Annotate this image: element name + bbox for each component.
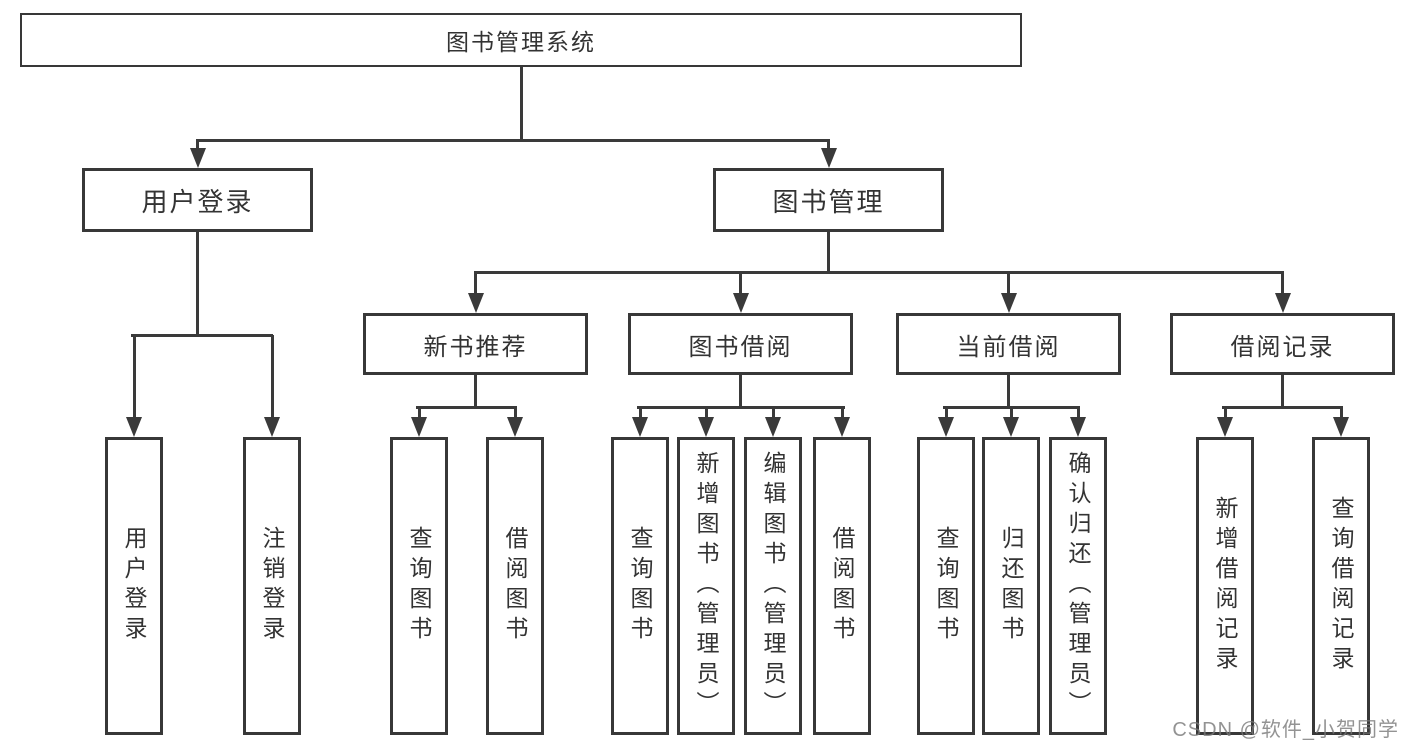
arrowhead-icon [264, 417, 280, 437]
connector-line [196, 232, 199, 335]
connector-line [417, 407, 421, 420]
connector-line [827, 140, 830, 150]
node-user-login: 用户登录 [82, 168, 313, 232]
arrowhead-icon [126, 417, 142, 437]
arrowhead-icon [820, 148, 837, 168]
leaf-confirm-return-admin: 确认归还（管理员） [1049, 437, 1107, 735]
arrowhead-icon [834, 417, 850, 437]
node-new-book-recommend: 新书推荐 [363, 313, 588, 375]
arrowhead-icon [411, 417, 427, 437]
arrowhead-icon [507, 417, 523, 437]
connector-line [196, 140, 199, 150]
arrowhead-icon [1274, 293, 1291, 313]
connector-line [944, 407, 948, 420]
connector-line [638, 407, 642, 420]
arrowhead-icon [189, 148, 206, 168]
connector-line [827, 232, 830, 272]
leaf-edit-book-admin: 编辑图书（管理员） [744, 437, 802, 735]
arrowhead-icon [1000, 293, 1017, 313]
node-book-management: 图书管理 [713, 168, 944, 232]
connector-line [637, 406, 845, 409]
arrowhead-icon [467, 293, 484, 313]
leaf-label: 新增借阅记录 [1212, 496, 1238, 676]
leaf-borrow-book-1: 借阅图书 [486, 437, 544, 735]
node-borrow-record: 借阅记录 [1170, 313, 1395, 375]
leaf-label: 注销登录 [259, 526, 285, 646]
leaf-query-book-3: 查询图书 [917, 437, 975, 735]
node-label: 新书推荐 [423, 333, 528, 361]
connector-line [771, 407, 775, 420]
connector-line [1339, 407, 1343, 420]
arrowhead-icon [732, 293, 749, 313]
leaf-query-book-1: 查询图书 [390, 437, 448, 735]
leaf-logout: 注销登录 [243, 437, 301, 735]
leaf-label: 新增图书（管理员） [693, 451, 719, 721]
node-book-borrow: 图书借阅 [628, 313, 853, 375]
node-label: 用户登录 [141, 186, 254, 217]
node-library-system: 图书管理系统 [20, 13, 1022, 67]
arrowhead-icon [1070, 417, 1086, 437]
leaf-add-borrow-record: 新增借阅记录 [1196, 437, 1254, 735]
node-label: 图书管理系统 [446, 29, 596, 55]
connector-line [132, 335, 136, 419]
arrowhead-icon [765, 417, 781, 437]
leaf-return-book: 归还图书 [982, 437, 1040, 735]
leaf-label: 确认归还（管理员） [1065, 451, 1091, 721]
leaf-label: 查询借阅记录 [1328, 496, 1354, 676]
leaf-label: 编辑图书（管理员） [760, 451, 786, 721]
leaf-user-login: 用户登录 [105, 437, 163, 735]
leaf-label: 借阅图书 [502, 526, 528, 646]
arrowhead-icon [1333, 417, 1349, 437]
leaf-label: 归还图书 [998, 526, 1024, 646]
connector-line [840, 407, 844, 420]
connector-line [513, 407, 517, 420]
node-current-borrow: 当前借阅 [896, 313, 1121, 375]
arrowhead-icon [938, 417, 954, 437]
arrowhead-icon [1003, 417, 1019, 437]
connector-line [196, 139, 830, 142]
csdn-watermark: CSDN @软件_小贺同学 [1172, 719, 1399, 741]
connector-line [519, 67, 523, 141]
connector-line [474, 272, 477, 295]
connector-line [1007, 375, 1010, 407]
leaf-add-book-admin: 新增图书（管理员） [677, 437, 735, 735]
connector-line [1007, 272, 1010, 295]
node-label: 当前借阅 [956, 333, 1061, 361]
leaf-label: 查询图书 [933, 526, 959, 646]
arrowhead-icon [1217, 417, 1233, 437]
node-label: 借阅记录 [1230, 333, 1335, 361]
connector-line [739, 272, 742, 295]
connector-line [1009, 407, 1013, 420]
leaf-label: 借阅图书 [829, 526, 855, 646]
leaf-query-borrow-record: 查询借阅记录 [1312, 437, 1370, 735]
connector-line [270, 335, 274, 419]
connector-line [704, 407, 708, 420]
connector-line [1222, 406, 1343, 409]
connector-line [474, 271, 1284, 274]
arrowhead-icon [698, 417, 714, 437]
connector-line [1223, 407, 1227, 420]
connector-line [739, 375, 742, 407]
leaf-label: 查询图书 [627, 526, 653, 646]
leaf-borrow-book-2: 借阅图书 [813, 437, 871, 735]
connector-line [474, 375, 477, 407]
leaf-query-book-2: 查询图书 [611, 437, 669, 735]
node-label: 图书管理 [772, 186, 885, 217]
connector-line [131, 334, 273, 337]
arrowhead-icon [632, 417, 648, 437]
connector-line [1281, 272, 1284, 295]
connector-line [416, 406, 517, 409]
leaf-label: 查询图书 [406, 526, 432, 646]
connector-line [1076, 407, 1080, 420]
connector-line [1281, 375, 1284, 407]
leaf-label: 用户登录 [121, 526, 147, 646]
node-label: 图书借阅 [688, 333, 793, 361]
